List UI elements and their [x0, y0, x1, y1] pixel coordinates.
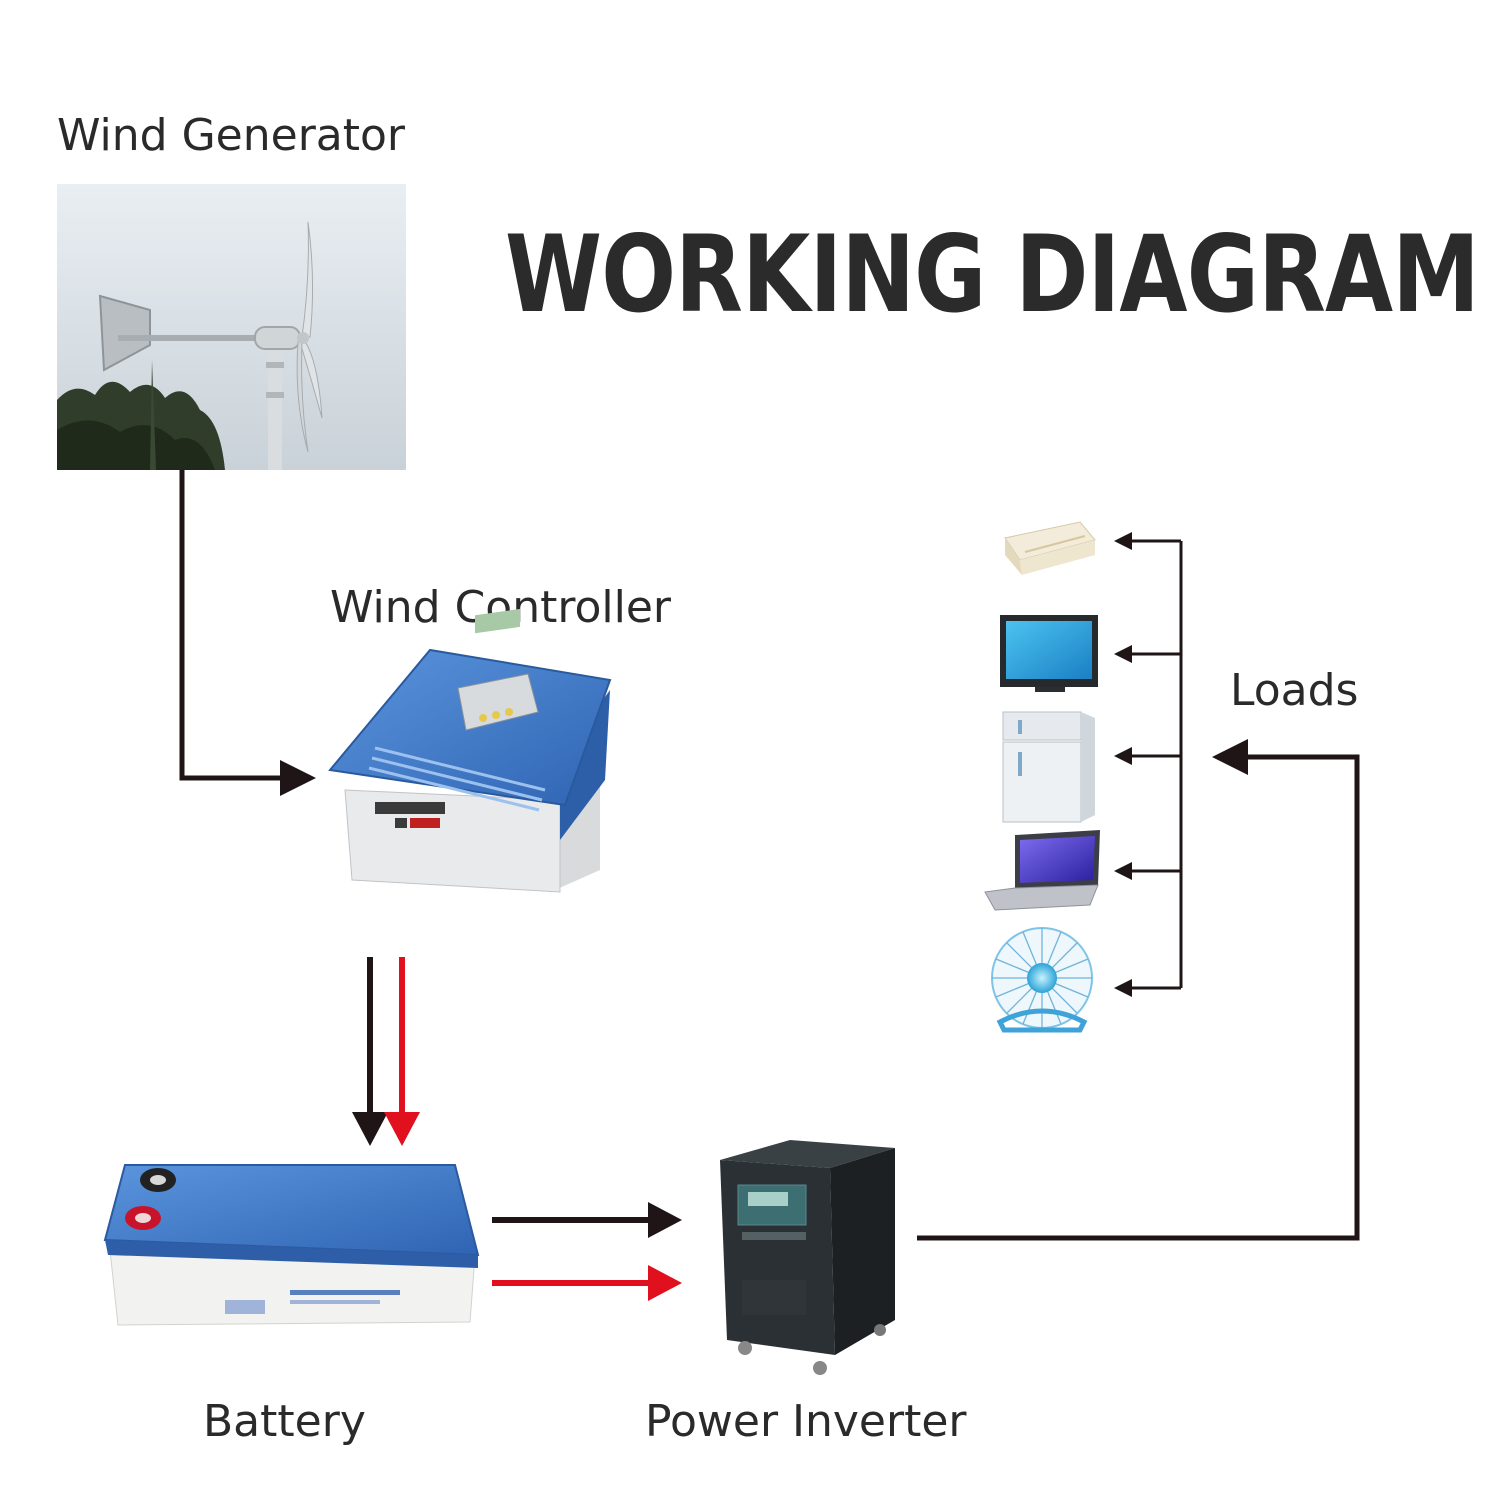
- power-inverter-icon: [720, 1140, 895, 1375]
- diagram-title: WORKING DIAGRAM: [505, 213, 1480, 336]
- fan-icon: [991, 927, 1093, 1033]
- wind-turbine-icon: [57, 184, 406, 470]
- wires: [179, 470, 1360, 1301]
- air-conditioner-icon: [1004, 521, 1096, 575]
- laptop-icon: [984, 830, 1100, 911]
- battery-label: Battery: [203, 1396, 366, 1447]
- power-inverter-label: Power Inverter: [645, 1396, 967, 1447]
- television-icon: [1000, 615, 1098, 692]
- loads-label: Loads: [1230, 665, 1359, 716]
- wind-generator-label: Wind Generator: [57, 110, 406, 161]
- refrigerator-icon: [1002, 711, 1095, 823]
- wind-controller-icon: [328, 608, 612, 893]
- battery-icon: [103, 1164, 480, 1326]
